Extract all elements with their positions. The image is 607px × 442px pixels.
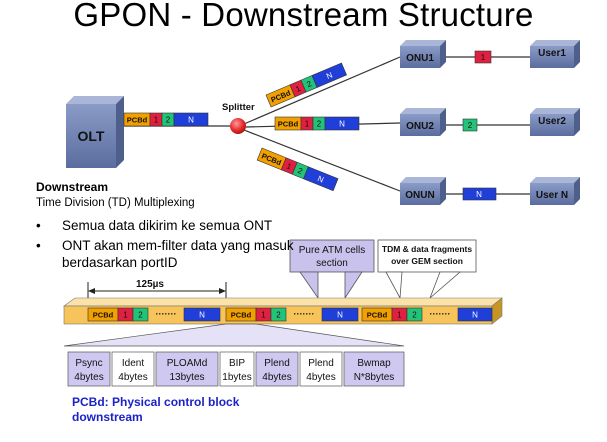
field-bwmap: Bwmap N*8bytes (343, 351, 405, 387)
field-ident: Ident 4bytes (111, 351, 155, 387)
seg1-text: 1 (294, 84, 302, 94)
segN-text: N (472, 311, 478, 320)
olt-frame: PCBd 1 2 N (123, 112, 209, 127)
segN-text: N (337, 311, 343, 320)
seg1-text: 1 (261, 311, 266, 320)
onu2-segment: 2 (462, 118, 478, 132)
field-name: Ident (122, 358, 144, 369)
field-size: 4bytes (262, 372, 291, 383)
usern-box: User N (530, 177, 580, 205)
field-size: 4bytes (306, 372, 335, 383)
user1-label: User1 (538, 48, 566, 59)
frame-to-onun: PCBd 1 2 N (256, 147, 339, 192)
field-name: Bwmap (357, 358, 391, 369)
field-size: N*8bytes (354, 372, 395, 383)
ellipsis: ······· (430, 309, 451, 319)
period-label: 125µs (136, 279, 164, 290)
pcbd-note: PCBd: Physical control block downstream (72, 395, 240, 424)
segN-text: N (316, 174, 325, 185)
pcbd-text: PCBd (278, 120, 299, 129)
page-title: GPON - Downstream Structure (73, 0, 534, 33)
bullet-item: Semua data dikirim ke semua ONT (36, 217, 336, 234)
bullet-item: ONT akan mem-filter data yang masuk berd… (36, 237, 336, 271)
onun-marker: N (476, 190, 482, 199)
field-size: 4bytes (118, 372, 147, 383)
pcbd-text: PCBd (231, 311, 252, 320)
olt-box: OLT (66, 96, 124, 168)
splitter: Splitter (222, 102, 255, 134)
timeline-frame-1: PCBd 1 2 ······· N (87, 307, 221, 322)
segN-text: N (188, 116, 194, 125)
ellipsis: ······· (294, 309, 315, 319)
user2-box: User2 (530, 108, 580, 136)
seg2-text: 2 (276, 311, 281, 320)
olt-label: OLT (78, 128, 105, 144)
segN-text: N (325, 70, 334, 81)
onu1-marker: 1 (481, 53, 486, 62)
pcbd-fields: Psync 4bytes Ident 4bytes PLOAMd 13bytes… (67, 351, 405, 387)
period-marker: 125µs (87, 279, 227, 300)
onun-segment: N (462, 187, 497, 201)
seg1-text: 1 (154, 116, 159, 125)
field-name: Plend (308, 358, 334, 369)
seg1-text: 1 (285, 161, 293, 171)
onun-label: ONUN (405, 190, 434, 201)
onu1-box: ONU1 (400, 40, 446, 68)
field-ploamd: PLOAMd 13bytes (155, 351, 219, 387)
onu2-marker: 2 (468, 121, 473, 130)
field-plend-2: Plend 4bytes (299, 351, 343, 387)
field-name: PLOAMd (167, 358, 208, 369)
segN-text: N (199, 311, 205, 320)
field-psync: Psync 4bytes (67, 351, 111, 387)
field-size: 13bytes (169, 372, 204, 383)
callout-gem-line2: over GEM section (391, 256, 463, 266)
field-name: Plend (264, 358, 290, 369)
onu2-box: ONU2 (400, 108, 446, 136)
seg2-text: 2 (412, 311, 417, 320)
onun-box: ONUN (400, 177, 446, 205)
field-size: 1bytes (222, 372, 251, 383)
callout-gem: TDM & data fragments over GEM section (377, 239, 477, 300)
seg2-text: 2 (166, 116, 171, 125)
onu1-segment: 1 (474, 50, 492, 64)
seg1-text: 1 (305, 120, 310, 129)
frame-to-onu1: PCBd 1 2 N (265, 62, 347, 108)
field-name: BIP (229, 358, 245, 369)
frame-to-onu2: PCBd 1 2 N (274, 116, 360, 131)
pcbd-text: PCBd (127, 116, 148, 125)
downstream-bullets: Semua data dikirim ke semua ONT ONT akan… (36, 217, 336, 274)
splitter-label: Splitter (222, 102, 255, 113)
onu2-label: ONU2 (406, 121, 434, 132)
seg2-text: 2 (138, 311, 143, 320)
usern-label: User N (536, 190, 568, 201)
seg1-text: 1 (397, 311, 402, 320)
seg2-text: 2 (305, 79, 313, 89)
pcbd-expansion (63, 323, 405, 347)
callout-gem-line1: TDM & data fragments (382, 244, 472, 254)
downstream-subheading: Time Division (TD) Multiplexing (36, 197, 195, 209)
ellipsis: ······· (156, 309, 177, 319)
pcbd-text: PCBd (367, 311, 388, 320)
field-size: 4bytes (74, 372, 103, 383)
user1-box: User1 (530, 40, 580, 68)
seg1-text: 1 (123, 311, 128, 320)
seg2-text: 2 (317, 120, 322, 129)
downstream-heading: Downstream (36, 180, 109, 194)
segN-text: N (339, 120, 345, 129)
timeline-frame-3: PCBd 1 2 ······· N (361, 307, 493, 322)
onu1-label: ONU1 (406, 53, 434, 64)
seg2-text: 2 (296, 166, 304, 176)
timeline-frame-2: PCBd 1 2 ······· N (225, 307, 359, 322)
user2-label: User2 (538, 116, 566, 127)
pcbd-text: PCBd (93, 311, 114, 320)
field-bip: BIP 1bytes (219, 351, 255, 387)
field-name: Psync (75, 358, 102, 369)
field-plend-1: Plend 4bytes (255, 351, 299, 387)
